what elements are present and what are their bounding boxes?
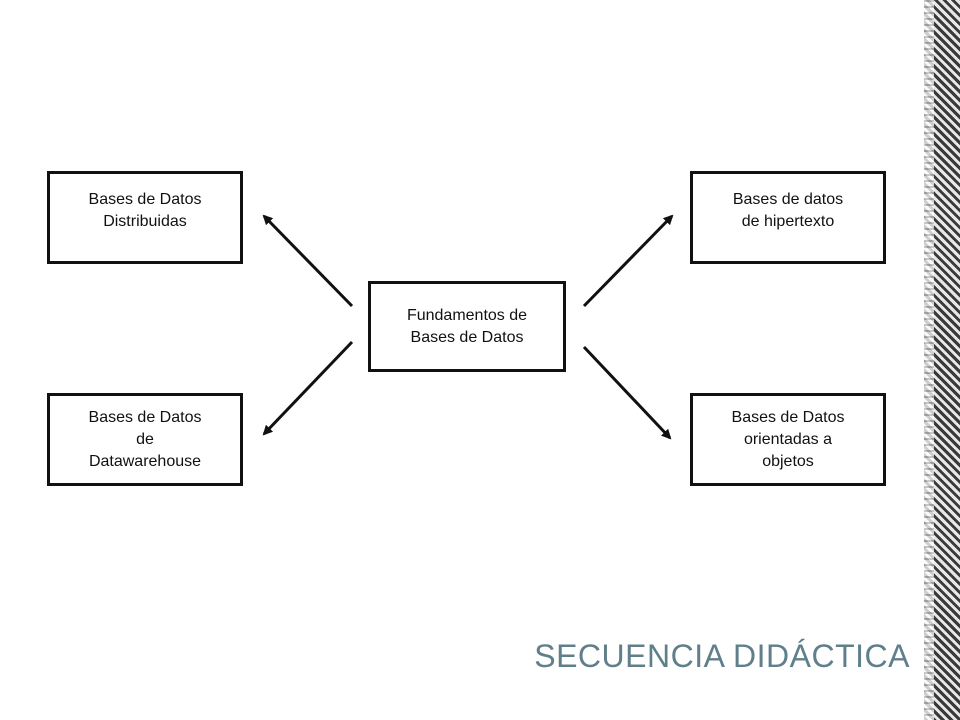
arrow-to-bottom-left	[262, 340, 354, 436]
node-label: Bases de Datos de Datawarehouse	[88, 408, 202, 470]
node-hypertext-databases: Bases de datos de hipertexto	[690, 171, 886, 264]
node-label: Bases de Datos orientadas a objetos	[731, 408, 845, 470]
arrow-to-top-left	[262, 214, 354, 308]
node-datawarehouse-databases: Bases de Datos de Datawarehouse	[47, 393, 243, 486]
node-label: Fundamentos de Bases de Datos	[406, 306, 528, 346]
decorative-side-strip	[924, 0, 960, 720]
node-database-fundamentals: Fundamentos de Bases de Datos	[368, 281, 566, 372]
arrow-to-bottom-right	[582, 345, 672, 440]
slide-title: SECUENCIA DIDÁCTICA	[534, 638, 910, 674]
arrow-to-top-right	[582, 214, 674, 308]
node-distributed-databases: Bases de Datos Distribuidas	[47, 171, 243, 264]
node-label: Bases de datos de hipertexto	[732, 190, 844, 230]
node-object-oriented-databases: Bases de Datos orientadas a objetos	[690, 393, 886, 486]
node-label: Bases de Datos Distribuidas	[88, 190, 202, 230]
